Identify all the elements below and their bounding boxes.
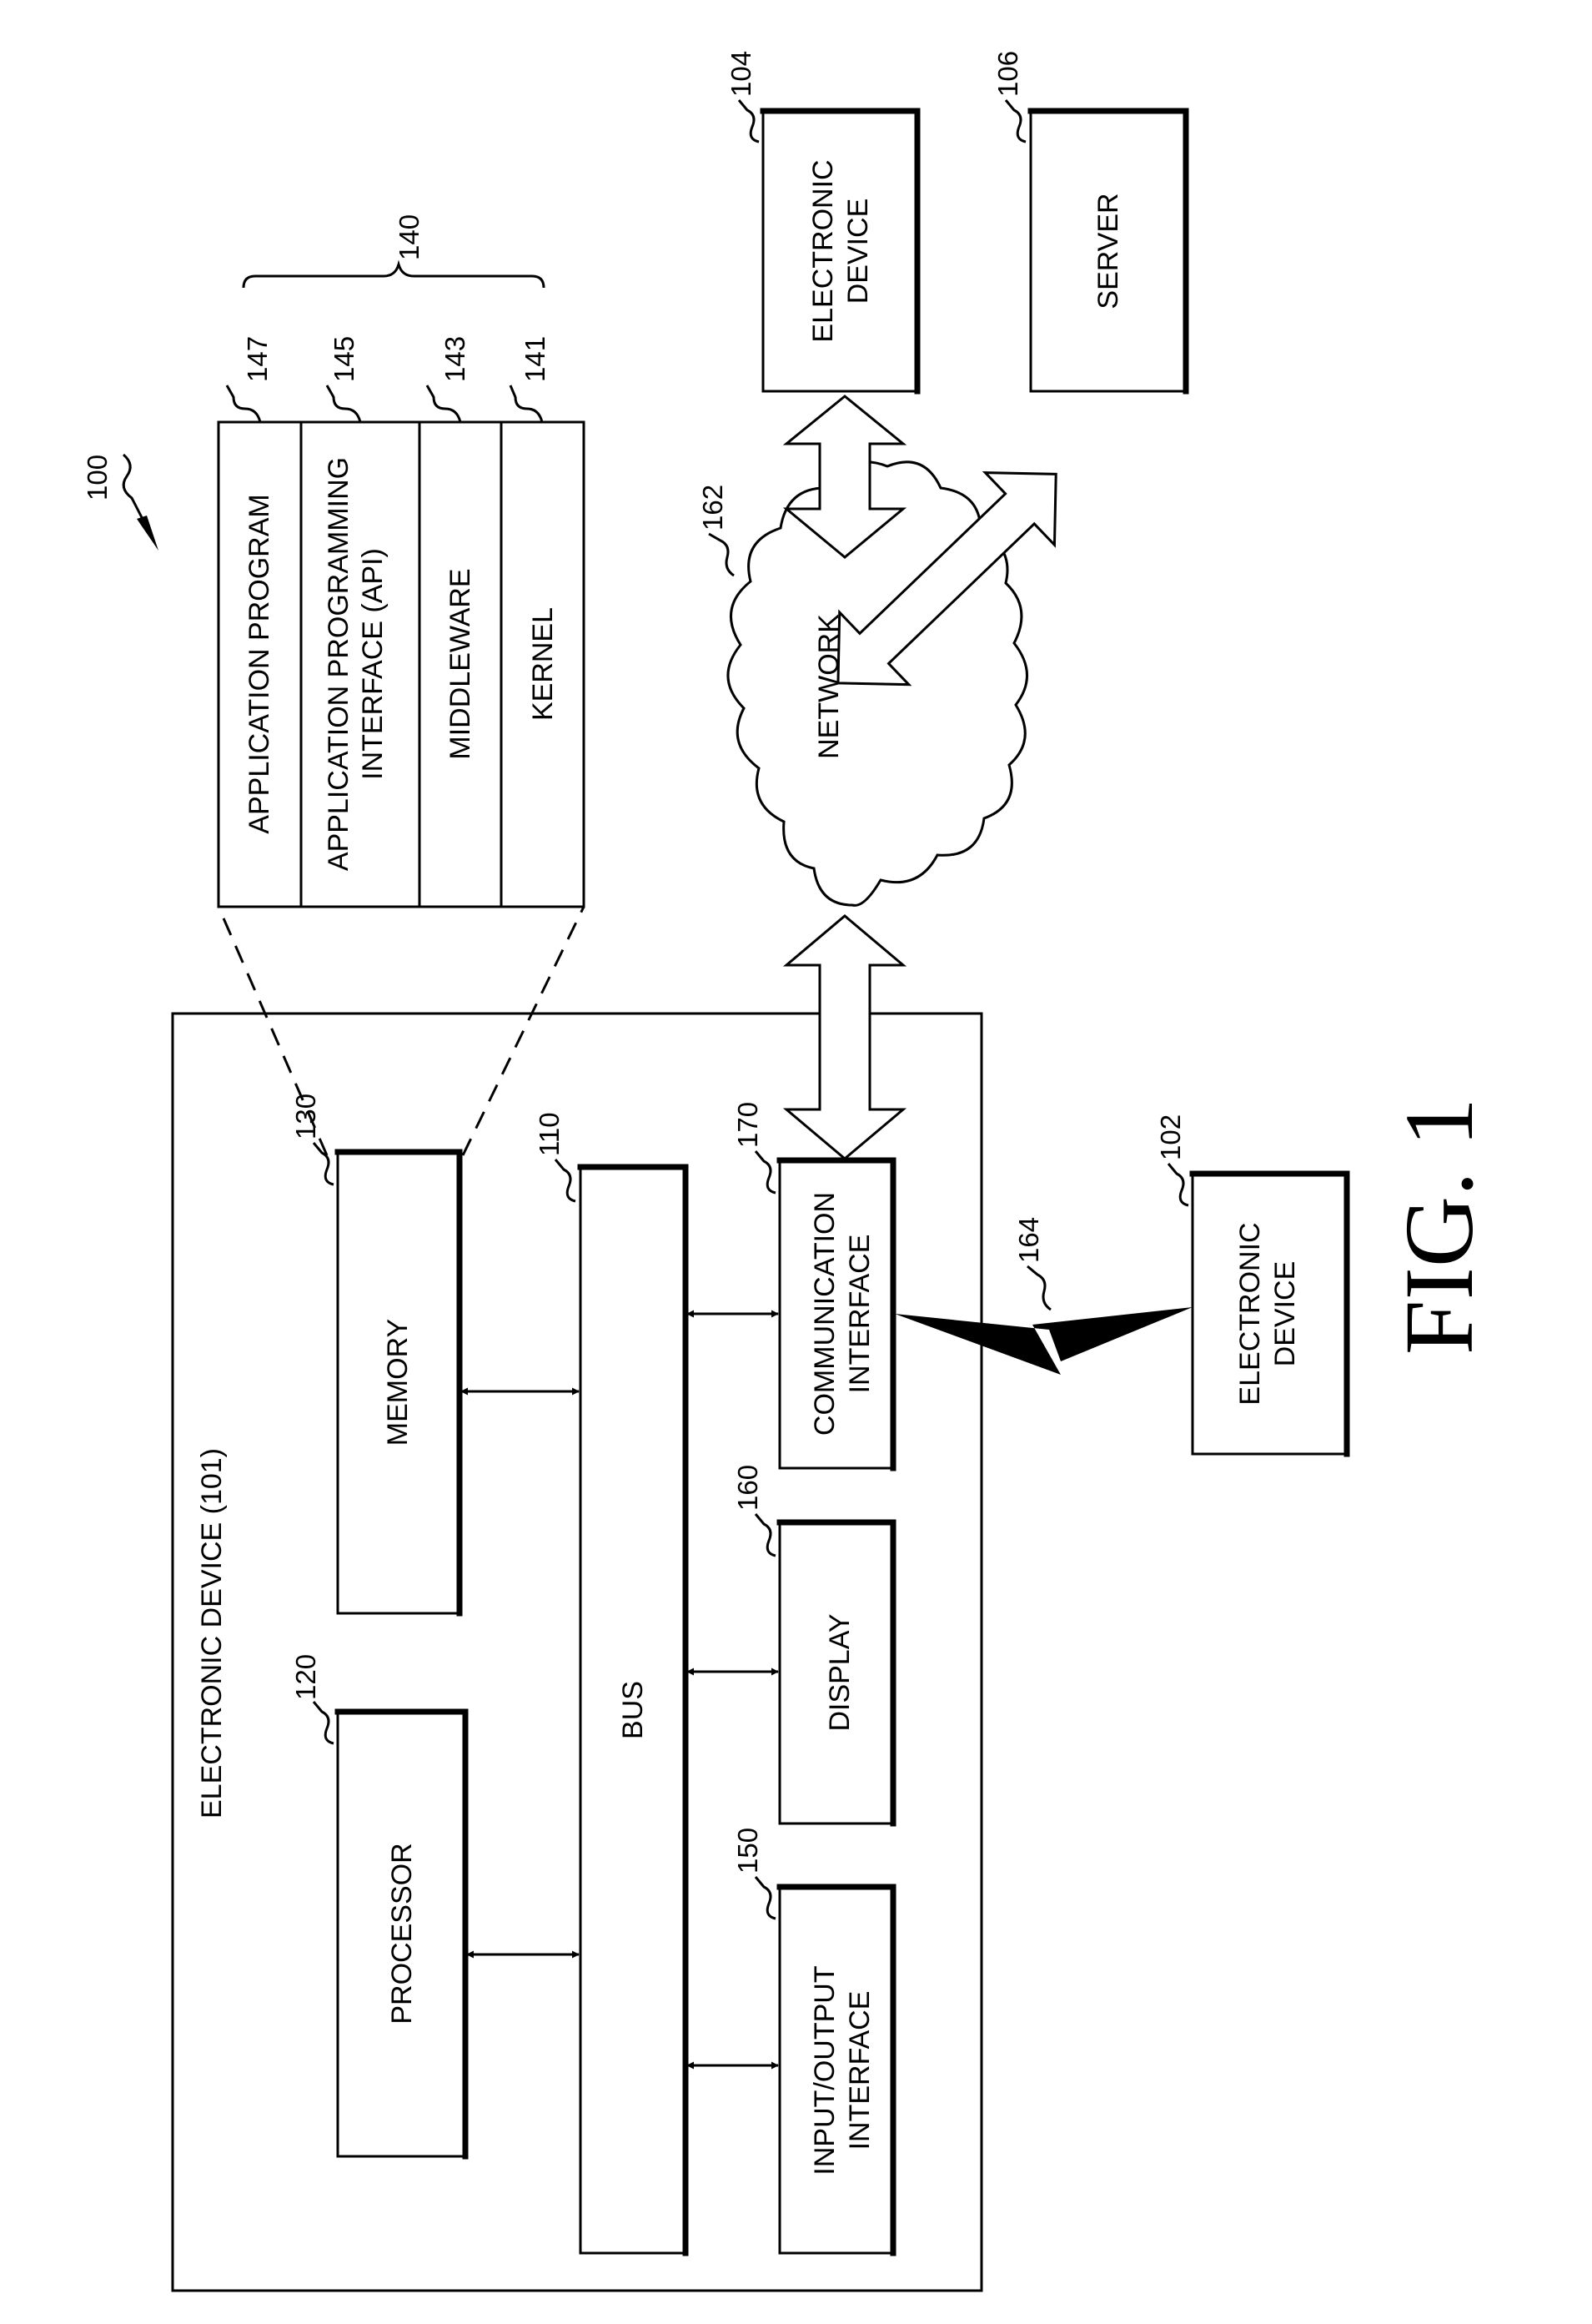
device-102-label-2: DEVICE (1269, 1261, 1301, 1367)
communication-interface-label-1: COMMUNICATION (809, 1192, 841, 1436)
software-stack: APPLICATION PROGRAM APPLICATION PROGRAMM… (218, 422, 584, 907)
device-104-ref: 104 (726, 51, 756, 97)
io-interface-ref: 150 (732, 1828, 763, 1874)
electronic-device-101-title: ELECTRONIC DEVICE (101) (196, 1448, 228, 1818)
bus-ref: 110 (534, 1112, 565, 1156)
display-label: DISPLAY (824, 1613, 856, 1731)
memory-label: MEMORY (382, 1319, 414, 1446)
middleware-label: MIDDLEWARE (444, 568, 476, 759)
device-102-ref: 102 (1155, 1114, 1186, 1160)
figure-label: FIG. 1 (1384, 1098, 1494, 1355)
diagram-ref: 100 (82, 455, 113, 501)
api-label-1: APPLICATION PROGRAMMING (323, 457, 354, 871)
application-program-ref: 147 (242, 336, 273, 382)
kernel-leader (510, 385, 542, 422)
electronic-device-104: ELECTRONIC DEVICE 104 (726, 51, 917, 391)
server-ref: 106 (992, 51, 1023, 97)
io-interface-label-1: INPUT/OUTPUT (809, 1965, 841, 2175)
server-label: SERVER (1092, 193, 1124, 309)
display-ref: 160 (732, 1465, 763, 1511)
network-leader (709, 534, 734, 576)
wireless-ref: 164 (1013, 1217, 1044, 1263)
api-ref: 145 (329, 336, 359, 382)
communication-interface-ref: 170 (732, 1102, 763, 1148)
processor-ref: 120 (290, 1654, 321, 1700)
api-leader (327, 385, 360, 422)
server-106: SERVER 106 (992, 51, 1186, 391)
device-104-label-1: ELECTRONIC (807, 159, 839, 342)
electronic-device-102: ELECTRONIC DEVICE 102 (1155, 1114, 1347, 1454)
kernel-label: KERNEL (527, 607, 559, 721)
device-102-label-1: ELECTRONIC (1234, 1222, 1266, 1405)
device-104-label-2: DEVICE (842, 199, 874, 304)
wireless-leader (1027, 1266, 1051, 1310)
diagram-ref-arrow (123, 455, 147, 527)
processor-label: PROCESSOR (386, 1843, 418, 2024)
bus-label: BUS (617, 1681, 649, 1739)
api-label-2: INTERFACE (API) (357, 548, 389, 780)
communication-interface-label-2: INTERFACE (844, 1235, 876, 1394)
network-ref: 162 (697, 485, 728, 531)
io-interface-label-2: INTERFACE (844, 1991, 876, 2150)
middleware-leader (427, 385, 460, 422)
kernel-ref: 141 (520, 336, 550, 382)
stack-ref: 140 (394, 214, 424, 260)
application-program-label: APPLICATION PROGRAM (244, 494, 275, 833)
application-program-leader (227, 385, 260, 422)
middleware-ref: 143 (439, 336, 470, 382)
memory-ref: 130 (290, 1094, 321, 1139)
network-device104-arrow (786, 396, 903, 557)
diagram-ref-arrowhead (137, 516, 158, 551)
stack-brace (244, 264, 544, 288)
